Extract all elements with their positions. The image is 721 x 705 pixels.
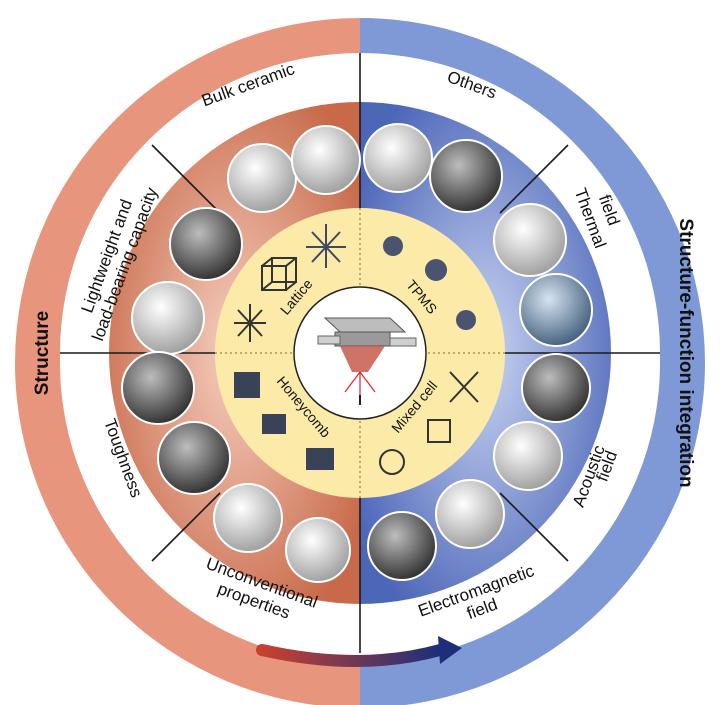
photo-acoustic-1 bbox=[493, 421, 563, 491]
specimen-photos bbox=[121, 123, 593, 583]
photo-unconventional-1 bbox=[213, 483, 283, 553]
cube-lattice-icon bbox=[261, 257, 297, 291]
photo-bulk-ceramic-2 bbox=[291, 125, 361, 195]
photo-others-2 bbox=[363, 123, 433, 193]
inner-dividers bbox=[215, 208, 505, 498]
tpms-shape-1 bbox=[383, 236, 403, 256]
mixed-cell-icons bbox=[379, 371, 479, 475]
mixed-cell-shape-3 bbox=[379, 449, 405, 475]
photo-electromagnetic-2 bbox=[435, 479, 505, 549]
outer-ring bbox=[15, 18, 705, 705]
photo-electromagnetic-1 bbox=[367, 511, 437, 581]
label-structure-function-integration: Structure-function integration bbox=[675, 218, 696, 487]
photo-toughness-2 bbox=[157, 421, 231, 495]
ring-labels: Structure Structure-function integration bbox=[32, 218, 696, 487]
printer-icon bbox=[317, 317, 417, 405]
honeycomb-block-3 bbox=[306, 448, 334, 470]
divider-nw bbox=[151, 144, 221, 214]
photo-thermal-2 bbox=[493, 203, 567, 277]
mixed-cell-shape-1 bbox=[449, 371, 479, 403]
bottom-arrow bbox=[256, 636, 462, 667]
honeycomb-block-1 bbox=[234, 372, 260, 398]
honeycomb-block-2 bbox=[262, 414, 286, 434]
label-structure: Structure bbox=[32, 311, 53, 395]
arrow-shaft bbox=[256, 644, 446, 667]
star-lattice-icon bbox=[306, 224, 346, 268]
photo-thermal-1 bbox=[519, 273, 593, 347]
octet-lattice-icon bbox=[234, 304, 266, 342]
photo-bulk-ceramic-1 bbox=[227, 143, 297, 213]
honeycomb-icons bbox=[234, 372, 334, 470]
photo-unconventional-2 bbox=[285, 517, 351, 583]
photo-lightweight-2 bbox=[131, 281, 205, 355]
arrow-head-icon bbox=[438, 636, 462, 664]
structure-function-ring bbox=[360, 18, 705, 705]
divider-ne bbox=[499, 144, 569, 214]
divider-sw bbox=[151, 492, 221, 562]
photo-others-1 bbox=[429, 139, 503, 213]
inner-structure-icons bbox=[234, 224, 346, 342]
tpms-shape-3 bbox=[456, 310, 476, 330]
structure-ring bbox=[15, 18, 360, 705]
photo-acoustic-2 bbox=[521, 353, 591, 423]
divider-se bbox=[499, 492, 569, 562]
mixed-cell-shape-2 bbox=[427, 419, 451, 443]
tpms-icons bbox=[383, 236, 476, 330]
photo-lightweight-1 bbox=[169, 207, 243, 281]
tpms-shape-2 bbox=[425, 259, 447, 281]
photo-toughness-1 bbox=[121, 351, 195, 425]
